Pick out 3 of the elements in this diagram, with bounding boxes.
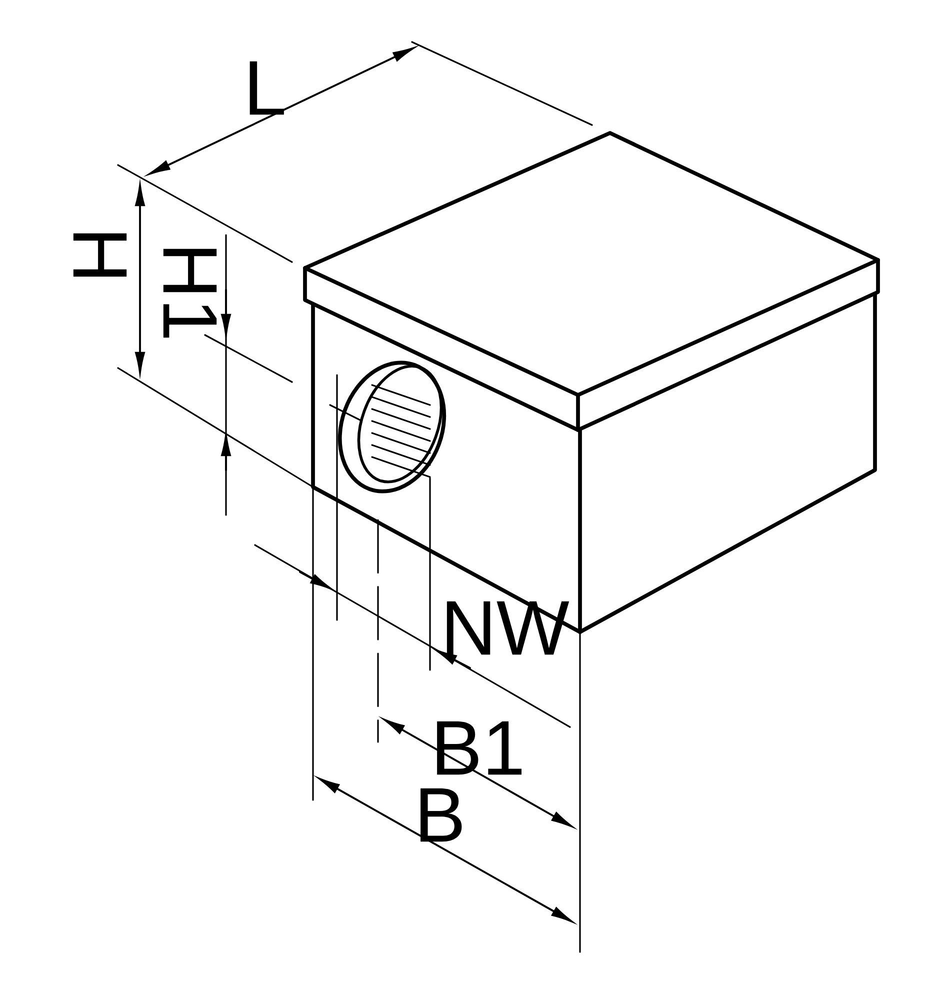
dimension-label: H1 [163, 248, 217, 338]
dimension-label: NW [446, 601, 570, 655]
dimension-label: H [73, 233, 127, 277]
